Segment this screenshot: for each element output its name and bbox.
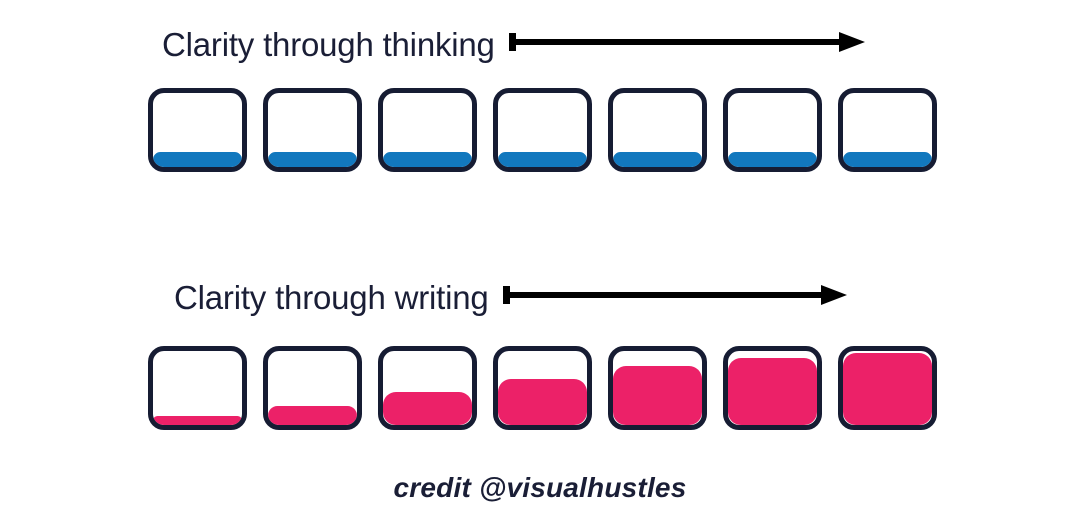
progress-box[interactable]	[263, 88, 362, 172]
progress-box-fill	[498, 152, 587, 167]
progress-box[interactable]	[608, 346, 707, 430]
progress-box[interactable]	[263, 346, 362, 430]
progress-arrow-thinking	[508, 29, 865, 60]
box-row-thinking	[148, 88, 937, 172]
progress-box[interactable]	[148, 88, 247, 172]
progress-box-fill	[153, 416, 242, 425]
progress-box-fill	[843, 152, 932, 167]
progress-box[interactable]	[838, 88, 937, 172]
progress-box[interactable]	[723, 346, 822, 430]
progress-box[interactable]	[378, 346, 477, 430]
progress-box[interactable]	[378, 88, 477, 172]
progress-box-fill	[268, 405, 357, 425]
progress-box[interactable]	[838, 346, 937, 430]
progress-box-fill	[613, 365, 702, 425]
progress-box-fill	[728, 358, 817, 425]
progress-box-fill	[728, 152, 817, 167]
row-title-thinking: Clarity through thinking	[162, 26, 495, 63]
progress-box-fill	[383, 152, 472, 167]
progress-arrow-writing	[502, 282, 847, 313]
row-heading-thinking: Clarity through thinking	[162, 28, 865, 61]
progress-box-fill	[153, 152, 242, 167]
progress-box-fill	[268, 152, 357, 167]
progress-box[interactable]	[493, 346, 592, 430]
row-title-writing: Clarity through writing	[174, 279, 489, 316]
progress-box[interactable]	[493, 88, 592, 172]
progress-box-fill	[613, 152, 702, 167]
progress-box[interactable]	[148, 346, 247, 430]
progress-box-fill	[383, 391, 472, 425]
progress-box-fill	[498, 379, 587, 425]
progress-box[interactable]	[608, 88, 707, 172]
progress-box-fill	[843, 353, 932, 425]
credit-text: credit @visualhustles	[393, 472, 687, 503]
box-row-writing	[148, 346, 937, 430]
row-heading-writing: Clarity through writing	[174, 281, 847, 314]
progress-box[interactable]	[723, 88, 822, 172]
